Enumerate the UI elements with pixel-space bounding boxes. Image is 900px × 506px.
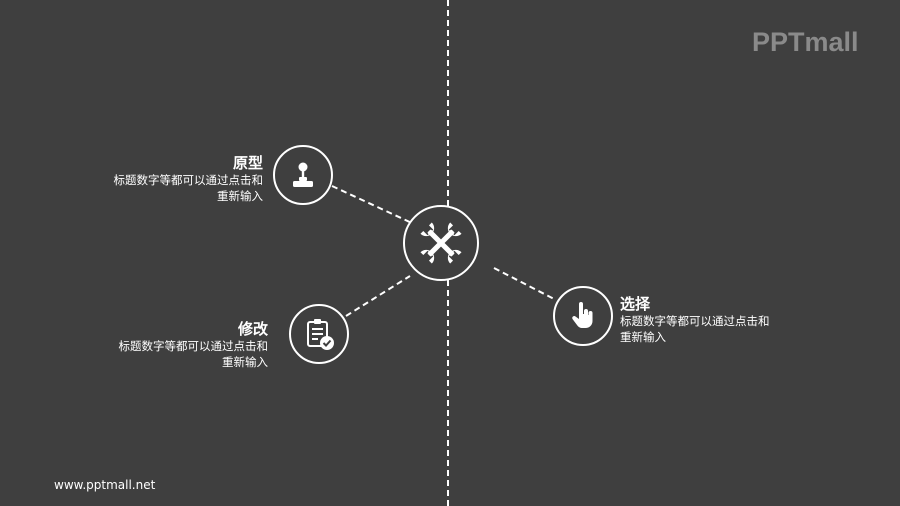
pptmall-logo: PPTmall — [752, 27, 859, 57]
modify-desc: 标题数字等都可以通过点击和 重新输入 — [119, 338, 269, 370]
clipboard-check-icon — [307, 319, 334, 350]
modify-desc-line1: 标题数字等都可以通过点击和 — [118, 339, 269, 353]
crossed-wrenches-icon — [420, 222, 462, 264]
connector-select — [493, 267, 557, 301]
hand-pointer-icon — [572, 302, 593, 328]
center-hub — [403, 205, 479, 281]
select-desc: 标题数字等都可以通过点击和 重新输入 — [620, 313, 770, 345]
modify-desc-line2: 重新输入 — [222, 355, 268, 369]
connector-modify — [345, 275, 411, 317]
select-circle — [553, 286, 613, 346]
select-desc-line2: 重新输入 — [620, 330, 666, 344]
footer-url: www.pptmall.net — [54, 478, 156, 492]
select-desc-line1: 标题数字等都可以通过点击和 — [620, 314, 770, 328]
connector-prototype — [331, 185, 415, 225]
prototype-desc-line1: 标题数字等都可以通过点击和 — [113, 173, 264, 187]
modify-circle — [289, 304, 349, 364]
prototype-title: 原型 — [232, 154, 263, 172]
prototype-desc: 标题数字等都可以通过点击和 重新输入 — [114, 172, 264, 204]
prototype-circle — [273, 145, 333, 205]
select-title: 选择 — [620, 295, 651, 313]
prototype-desc-line2: 重新输入 — [217, 189, 263, 203]
joystick-icon — [293, 162, 313, 187]
modify-title: 修改 — [237, 320, 268, 338]
svg-text:PPTmall: PPTmall — [752, 27, 859, 57]
